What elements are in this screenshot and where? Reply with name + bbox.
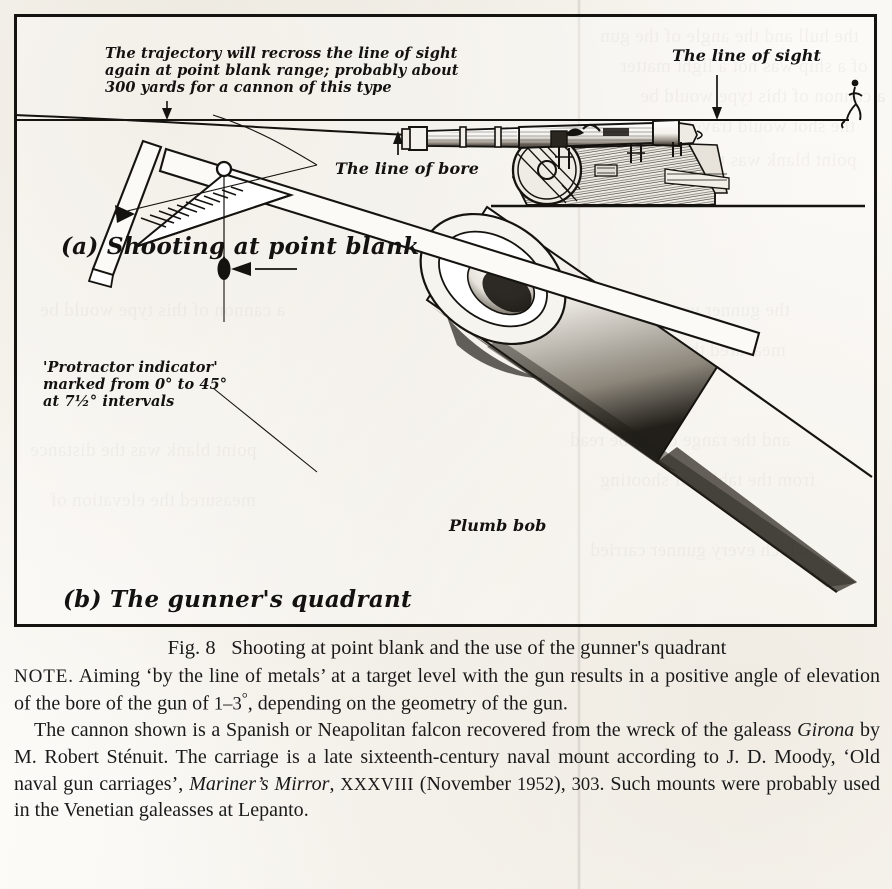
panel-a-label: (a) Shooting at point blank	[61, 233, 420, 260]
body-text-5: ),	[554, 772, 572, 795]
figure-number: Fig. 8	[167, 637, 216, 659]
annotation-protractor-indicator: 'Protractor indicator' marked from 0° to…	[43, 359, 228, 411]
carriage-bracket	[594, 164, 618, 177]
arrow-to-line-of-sight	[712, 75, 722, 120]
annotation-trajectory: The trajectory will recross the line of …	[105, 45, 459, 97]
cannon-cascabel	[678, 122, 698, 145]
arrow-to-trajectory	[162, 101, 172, 120]
publication-year: 1952	[516, 774, 555, 795]
muzzle-ring	[401, 128, 411, 150]
cannon-vent-field	[603, 128, 629, 136]
caption-block: Fig. 8 Shooting at point blank and the u…	[14, 637, 880, 824]
figure-caption: Fig. 8 Shooting at point blank and the u…	[14, 637, 880, 660]
figure-title: Shooting at point blank and the use of t…	[231, 637, 727, 659]
volume-number: XXXVIII	[340, 773, 414, 794]
note-angle-value: 1–3	[213, 693, 242, 714]
panel-b-label: (b) The gunner's quadrant	[63, 586, 412, 613]
figure-8-frame: The trajectory will recross the line of …	[14, 14, 877, 627]
protractor-leader-line	[202, 115, 339, 156]
ship-name-girona: Girona	[797, 719, 855, 742]
page-number-citation: 303	[571, 774, 600, 795]
cannon-trunnion	[550, 130, 568, 148]
figure-8-drawing	[17, 75, 873, 593]
quadrant-pivot-ring	[215, 160, 233, 178]
annotation-plumb-bob: Plumb bob	[449, 516, 547, 535]
body-text-4: (November	[413, 772, 517, 795]
note-text-2: , depending on the geometry of the gun.	[247, 691, 568, 714]
body-paragraph: The cannon shown is a Spanish or Neapoli…	[14, 717, 880, 823]
cannon-breech	[652, 119, 680, 147]
note-keyword: NOTE.	[14, 666, 74, 687]
muzzle-swell	[408, 126, 428, 151]
arrow-to-plumb-bob	[231, 262, 297, 276]
note-paragraph: NOTE. Aiming ‘by the line of metals’ at …	[14, 663, 880, 716]
annotation-line-of-bore: The line of bore	[335, 159, 480, 178]
annotation-line-of-sight: The line of sight	[672, 46, 821, 65]
body-text-1: The cannon shown is a Spanish or Neapoli…	[34, 719, 798, 742]
journal-name-mariners-mirror: Mariner’s Mirror	[189, 772, 330, 795]
body-text-3: ,	[329, 772, 341, 795]
